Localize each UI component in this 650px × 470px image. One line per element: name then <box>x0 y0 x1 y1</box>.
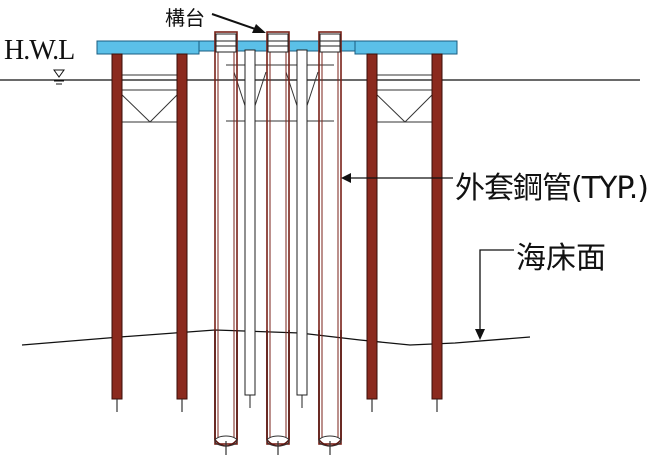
outer-sleeve-2 <box>266 31 290 455</box>
water-level-triangle-icon <box>53 69 65 85</box>
pile-cap-label: 構台 <box>165 6 205 30</box>
pile-cap-arrow <box>211 13 266 33</box>
hwl-label: H.W.L <box>4 35 75 66</box>
outer-pile-3 <box>366 53 378 412</box>
left-bracing <box>116 74 183 123</box>
outer-sleeve-1 <box>214 31 238 455</box>
seabed-line <box>21 329 531 346</box>
outer-pile-2 <box>176 53 188 412</box>
seabed-leader-arrow <box>475 249 514 340</box>
seabed-label: 海床面 <box>516 241 606 276</box>
outer-sleeve-3 <box>318 31 342 455</box>
outer-pile-group <box>111 53 443 412</box>
inner-pile-2 <box>296 49 308 408</box>
inner-pile-group <box>244 49 308 408</box>
center-bracing <box>226 64 334 122</box>
right-bracing <box>371 74 438 123</box>
outer-pile-4 <box>431 53 443 412</box>
outer-steel-pipe-label: 外套鋼管(TYP.) <box>455 171 649 206</box>
outer-pile-1 <box>111 53 123 412</box>
inner-pile-1 <box>244 49 256 408</box>
outer-sleeve-group <box>214 31 342 455</box>
sleeve-leader-arrow <box>341 173 453 183</box>
